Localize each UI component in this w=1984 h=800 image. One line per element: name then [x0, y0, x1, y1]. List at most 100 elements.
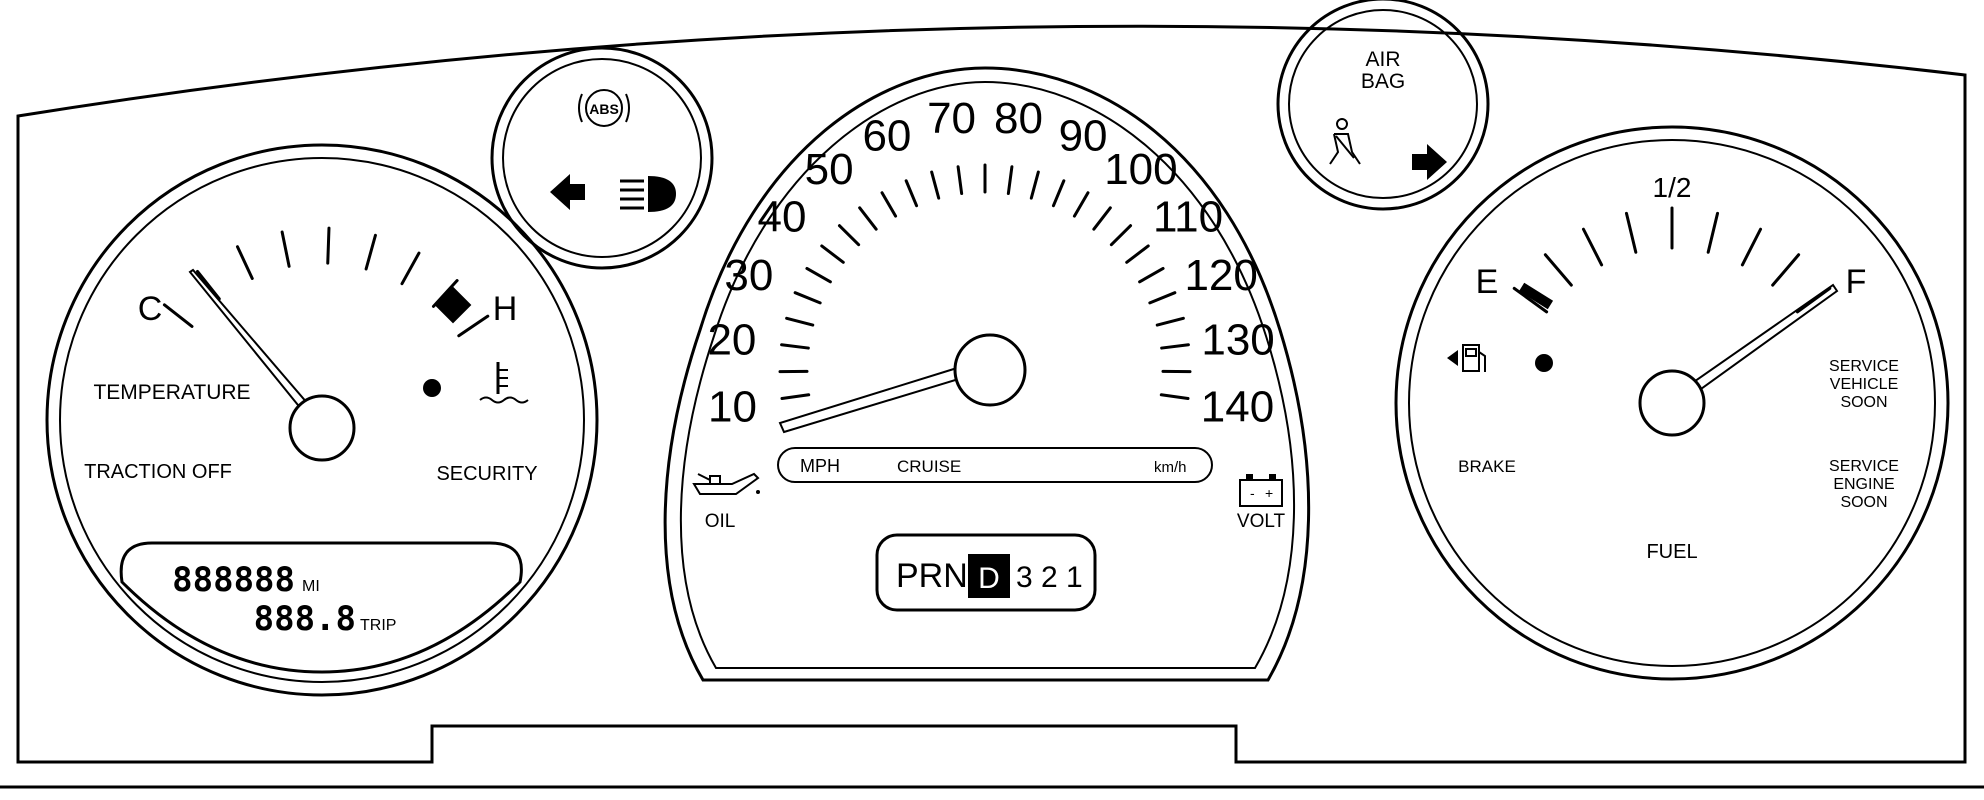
speed-scale-label: 70	[927, 94, 976, 143]
svg-text:ABS: ABS	[589, 101, 619, 117]
oil-label: OIL	[705, 511, 736, 532]
speed-tick	[1051, 179, 1066, 208]
speed-tick	[904, 179, 919, 208]
temperature-gauge-ticks	[162, 226, 490, 338]
temperature-tick	[457, 314, 490, 338]
temperature-tick	[326, 226, 331, 265]
fuel-gauge-label: FUEL	[1646, 541, 1697, 563]
speedometer-outer-bezel	[663, 66, 1311, 682]
temperature-gauge: C H TEMPERATURE TRACTION OFF SECURITY 88…	[45, 143, 599, 697]
high-beam-icon	[620, 176, 676, 212]
speed-scale-label: 40	[757, 193, 806, 242]
service-vehicle-line1: SERVICE	[1829, 358, 1899, 375]
speed-tick	[1125, 244, 1150, 264]
airbag-label-line2: BAG	[1361, 70, 1405, 93]
fuel-tick	[1740, 227, 1763, 267]
traction-off-indicator: TRACTION OFF	[84, 461, 232, 483]
temperature-tick	[195, 269, 221, 301]
airbag-label-line1: AIR	[1365, 48, 1400, 71]
temperature-needle-hub	[288, 394, 356, 462]
odometer-unit: MI	[302, 578, 320, 595]
speed-tick	[780, 343, 810, 350]
temperature-cold-label: C	[138, 290, 163, 328]
security-indicator: SECURITY	[436, 463, 537, 485]
turn-signal-right-icon	[1412, 144, 1447, 180]
cruise-indicator: CRUISE	[897, 457, 961, 476]
speed-tick	[1092, 206, 1112, 231]
speed-scale-label: 110	[1153, 193, 1223, 242]
speed-scale-label: 130	[1201, 316, 1274, 365]
turn-signal-left-icon	[550, 174, 585, 210]
speed-scale-label: 50	[805, 145, 854, 194]
service-engine-line3: SOON	[1840, 494, 1887, 511]
fuel-tick	[1543, 253, 1573, 287]
fuel-tick	[1624, 211, 1638, 254]
speed-tick	[956, 165, 964, 196]
odometer-value: 888888	[172, 560, 295, 600]
speed-scale-label: 30	[724, 251, 773, 300]
odometer-window	[119, 541, 523, 674]
speed-tick	[1109, 224, 1133, 247]
fuel-tick	[1512, 286, 1549, 314]
fuel-needle	[1686, 283, 1839, 396]
fuel-gauge: 1/2 E F BRAKE SERVICE VEHICLE SOON SERVI…	[1394, 125, 1950, 681]
speedometer-inner-bezel	[679, 80, 1296, 669]
speed-scale-label: 100	[1104, 145, 1177, 194]
left-indicator-pod: ABS	[490, 46, 714, 270]
speed-scale-label: 10	[708, 382, 757, 431]
gear-rest: 3 2 1	[1016, 561, 1083, 594]
service-engine-line2: ENGINE	[1833, 476, 1894, 493]
fuel-gauge-face	[1408, 139, 1936, 667]
trip-unit: TRIP	[360, 617, 396, 634]
service-vehicle-line3: SOON	[1840, 394, 1887, 411]
fuel-needle-hub	[1638, 369, 1706, 437]
svg-text:-: -	[1250, 485, 1255, 501]
speed-tick	[785, 316, 815, 327]
speed-tick	[837, 224, 861, 247]
temperature-tick	[431, 279, 459, 308]
speed-scale-label: 60	[862, 112, 911, 161]
fuel-tick	[1795, 286, 1832, 314]
gear-selected: D	[978, 562, 1000, 595]
fuel-tick	[1706, 211, 1720, 254]
speed-scale-label: 140	[1201, 382, 1274, 431]
brake-indicator: BRAKE	[1458, 457, 1516, 476]
speed-tick	[858, 206, 878, 231]
temperature-hot-label: H	[493, 290, 518, 328]
coolant-temperature-icon	[479, 362, 529, 404]
fuel-full-label: F	[1846, 263, 1867, 301]
trip-value: 888.8	[254, 599, 356, 639]
svg-text:+: +	[1265, 485, 1273, 501]
fuel-empty-label: E	[1476, 263, 1499, 301]
temperature-hot-marker-icon	[434, 286, 472, 324]
fuel-empty-marker-icon	[1518, 282, 1554, 310]
right-indicator-pod: AIR BAG	[1276, 0, 1490, 211]
volt-label: VOLT	[1237, 511, 1286, 532]
speed-tick	[780, 393, 811, 401]
speed-tick	[793, 291, 822, 305]
speed-scale-label: 90	[1059, 112, 1108, 161]
speed-tick	[820, 244, 845, 264]
speedometer-needle	[778, 366, 964, 434]
speed-tick	[1138, 266, 1165, 284]
temperature-tick	[162, 303, 194, 328]
service-engine-line1: SERVICE	[1829, 458, 1899, 475]
gear-prn: PRN	[896, 557, 968, 595]
speed-tick	[805, 266, 832, 284]
speed-tick	[1155, 316, 1185, 327]
speed-scale-label: 80	[994, 94, 1043, 143]
gear-selected-highlight	[968, 554, 1010, 598]
speed-tick	[880, 191, 898, 218]
temperature-tick	[235, 245, 254, 280]
temperature-gauge-face	[59, 157, 585, 683]
speed-tick	[1006, 165, 1014, 196]
fuel-tick	[1771, 253, 1801, 287]
speed-tick	[1148, 291, 1177, 305]
speed-tick	[1072, 191, 1090, 218]
mph-label: MPH	[800, 456, 840, 476]
speed-tick	[1159, 393, 1190, 401]
speed-scale-label: 120	[1184, 251, 1257, 300]
fuel-half-label: 1/2	[1653, 172, 1692, 203]
